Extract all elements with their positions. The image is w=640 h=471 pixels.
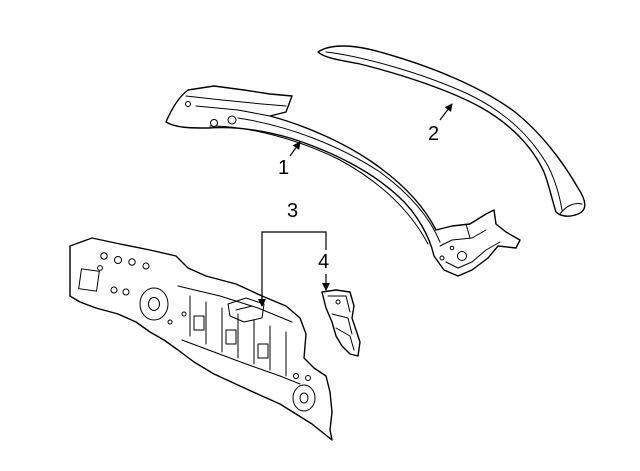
part-4-bracket: [321, 289, 361, 357]
callout-1-label: 1: [278, 157, 289, 179]
part-1-upper-panel: [165, 85, 521, 277]
part-3-rear-panel: [69, 237, 333, 441]
callout-4-label: 4: [318, 251, 329, 273]
part-2-upper-trim: [317, 45, 586, 217]
callout-1: 1: [278, 141, 301, 179]
callout-3: 3: [258, 200, 327, 307]
callout-3-label: 3: [287, 200, 298, 222]
callout-2: 2: [428, 103, 453, 145]
callout-2-label: 2: [428, 123, 439, 145]
callout-4: 4: [318, 251, 330, 291]
